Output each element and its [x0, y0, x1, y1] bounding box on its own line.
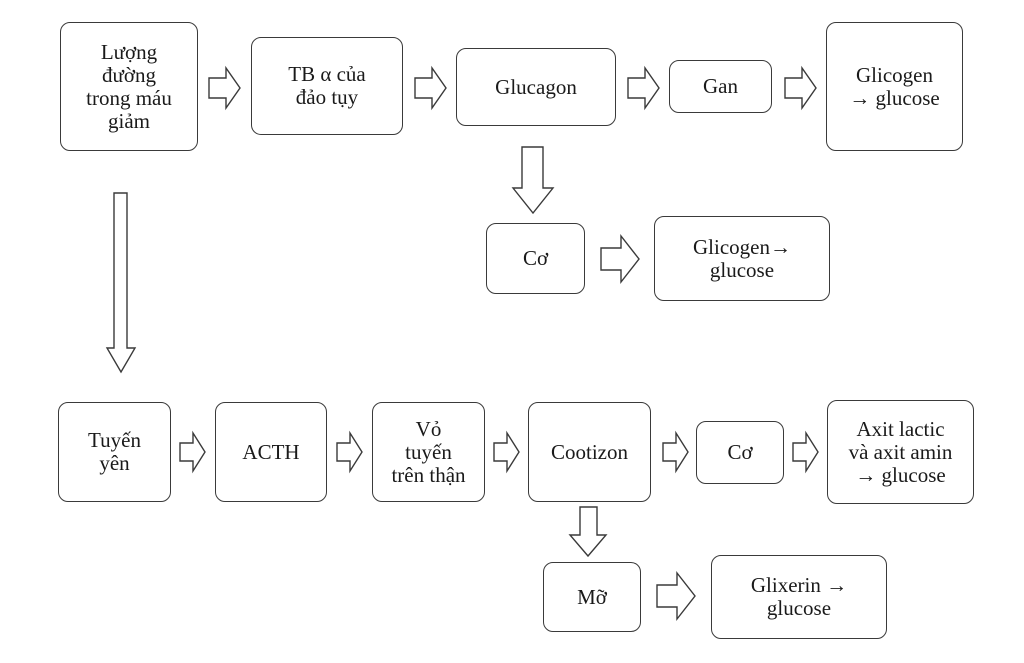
arrow-right-icon: [336, 430, 363, 474]
node-blood-sugar-low: Lượng đường trong máu giảm: [60, 22, 198, 151]
arrow-down-icon: [568, 506, 608, 558]
arrow-right-icon: [414, 65, 447, 111]
node-label: TB α của đảo tụy: [288, 62, 366, 109]
arrow-right-icon: [493, 430, 520, 474]
node-muscle-top-result: Glicogen→ glucose: [654, 216, 830, 301]
arrow-right-icon: [208, 65, 241, 111]
node-label: Cơ: [522, 246, 549, 270]
node-label: ACTH: [242, 439, 300, 464]
node-muscle-bottom-result: Axit lactic và axit amin → glucose: [827, 400, 974, 504]
node-muscle-top: Cơ: [486, 223, 585, 294]
node-label: Glicogen → glucose: [849, 62, 940, 110]
node-label: Cơ: [727, 440, 753, 464]
node-fat: Mỡ: [543, 562, 641, 632]
arrow-down-icon: [511, 146, 555, 215]
node-liver-result: Glicogen → glucose: [826, 22, 963, 151]
node-label: Lượng đường trong máu giảm: [86, 39, 172, 133]
node-label: Mỡ: [577, 584, 607, 609]
node-label: Glicogen→ glucose: [693, 234, 791, 282]
arrow-right-icon: [662, 430, 689, 474]
node-acth: ACTH: [215, 402, 327, 502]
arrow-down-icon: [105, 192, 137, 374]
node-label: Axit lactic và axit amin → glucose: [848, 416, 953, 487]
node-label: Glixerin → glucose: [750, 573, 848, 620]
node-label: Vỏ tuyến trên thận: [391, 416, 466, 487]
arrow-right-icon: [600, 233, 640, 285]
node-label: Cootizon: [551, 439, 628, 464]
node-muscle-bottom: Cơ: [696, 421, 784, 484]
arrow-right-icon: [627, 65, 660, 111]
node-label: Gan: [703, 74, 738, 98]
arrow-right-icon: [792, 430, 819, 474]
node-glucagon: Glucagon: [456, 48, 616, 126]
node-liver: Gan: [669, 60, 772, 113]
node-alpha-cells: TB α của đảo tụy: [251, 37, 403, 135]
arrow-right-icon: [656, 570, 696, 622]
node-cortisol: Cootizon: [528, 402, 651, 502]
arrow-right-icon: [784, 65, 817, 111]
node-fat-result: Glixerin → glucose: [711, 555, 887, 639]
node-label: Glucagon: [495, 74, 577, 99]
node-pituitary: Tuyến yên: [58, 402, 171, 502]
node-label: Tuyến yên: [88, 428, 141, 475]
arrow-right-icon: [179, 430, 206, 474]
node-adrenal-cortex: Vỏ tuyến trên thận: [372, 402, 485, 502]
